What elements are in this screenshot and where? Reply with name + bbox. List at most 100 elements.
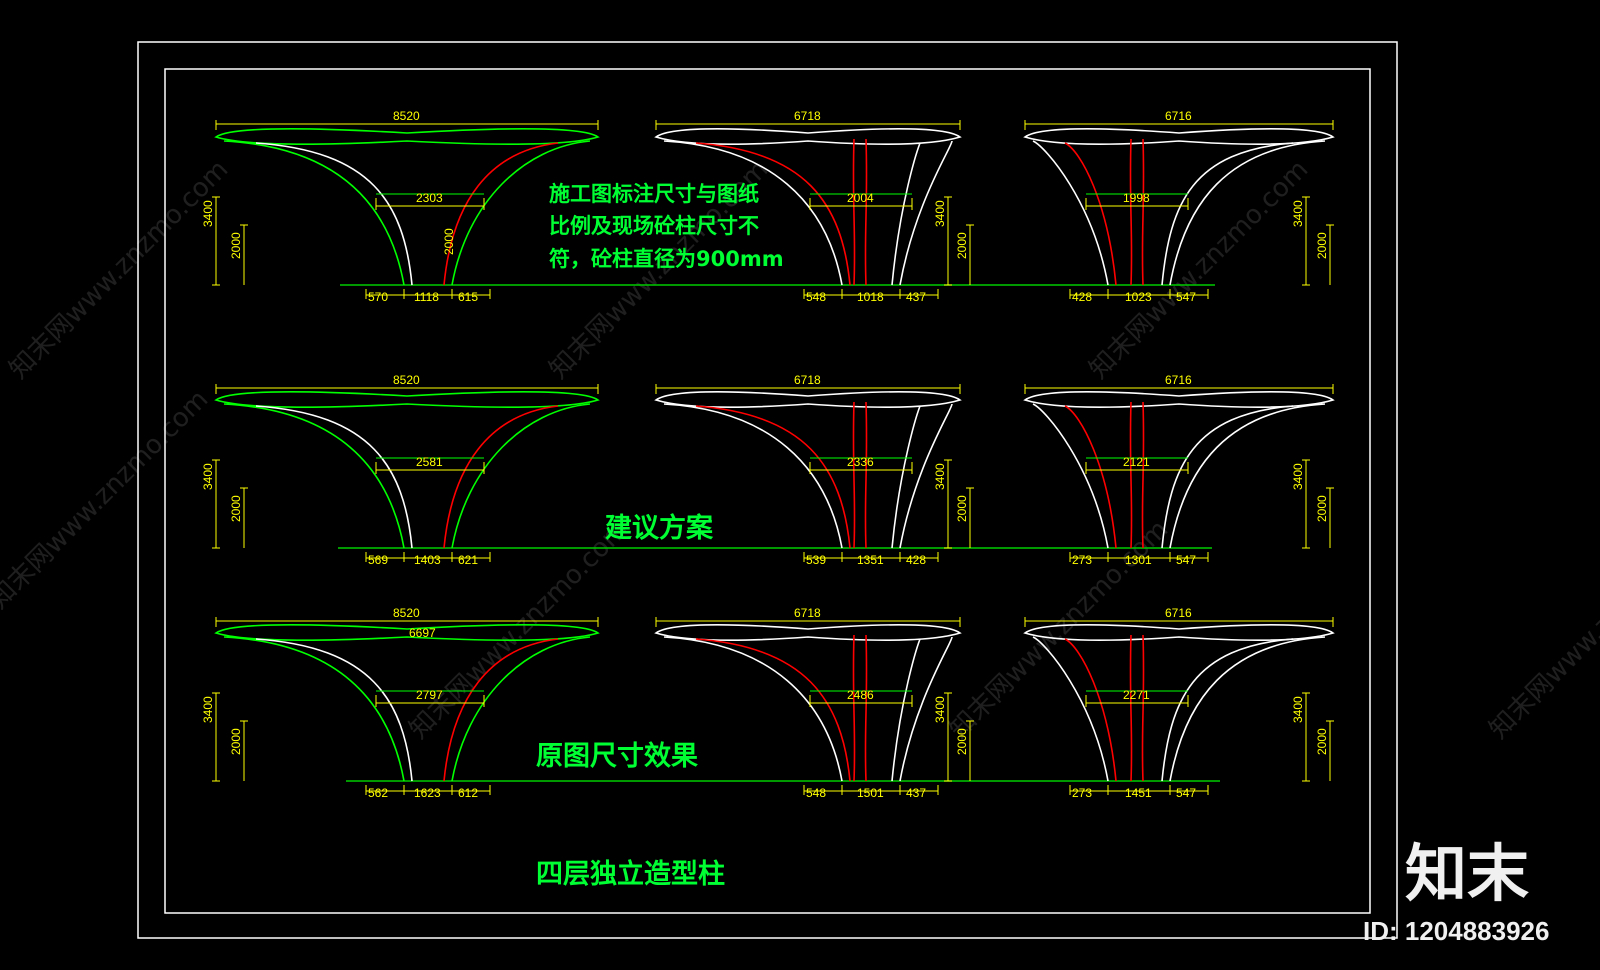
right-inner-curve [1161, 405, 1294, 549]
height-lower-label: 2000 [229, 495, 243, 522]
base-left-label: 548 [806, 290, 826, 304]
column-shapes-layer [214, 128, 1335, 782]
base-right-label: 437 [906, 290, 926, 304]
base-left-label: 273 [1072, 786, 1092, 800]
base-center-label: 1351 [857, 553, 884, 567]
column-row1-c2 [654, 128, 962, 286]
base-left-label: 428 [1072, 290, 1092, 304]
base-center-label: 1403 [414, 553, 441, 567]
height-total-label: 3400 [1291, 200, 1305, 227]
base-left-label: 539 [806, 553, 826, 567]
base-left-label: 548 [806, 786, 826, 800]
base-right-label: 621 [458, 553, 478, 567]
left-inner-curve [255, 142, 413, 286]
column-row3-c3 [1023, 624, 1335, 782]
canopy-top [654, 128, 962, 145]
construction-note: 施工图标注尺寸与图纸 比例及现场砼柱尺寸不 符，砼柱直径为900mm [549, 182, 784, 271]
mid-width-label: 2581 [416, 455, 443, 469]
right-outer-curve [899, 636, 953, 782]
left-outer-curve [223, 403, 405, 549]
right-outer-curve [899, 140, 953, 286]
left-outer-curve [663, 636, 843, 782]
right-outer-curve [1169, 636, 1326, 782]
base-center-label: 1451 [1125, 786, 1152, 800]
left-inner-curve [1064, 638, 1117, 782]
right-inner-curve [891, 405, 921, 549]
mid-width-label: 1998 [1123, 191, 1150, 205]
right-inner-curve [891, 142, 921, 286]
watermark-1: 知末网www.znzmo.com [4, 154, 235, 385]
top-width-label: 6718 [794, 109, 821, 123]
column-row2-c1 [214, 391, 600, 549]
watermark-3: 知末网www.znzmo.com [1084, 154, 1315, 385]
note-line-1: 施工图标注尺寸与图纸 [549, 182, 759, 206]
right-inner-curve [1161, 142, 1294, 286]
mid-width-label: 2303 [416, 191, 443, 205]
left-inner-curve [695, 638, 851, 782]
drawing-title: 四层独立造型柱 [536, 858, 725, 890]
right-outer-curve [1169, 140, 1326, 286]
top-width-label: 6718 [794, 606, 821, 620]
column-row1-c3 [1023, 128, 1335, 286]
left-inner-curve [255, 638, 413, 782]
canopy-top [1023, 391, 1335, 408]
height-total-label: 3400 [201, 696, 215, 723]
height-lower-label: 2000 [1315, 495, 1329, 522]
left-outer-curve [663, 140, 843, 286]
right-outer-curve [899, 403, 953, 549]
watermark-7: 知末网www.znzmo.com [1484, 514, 1600, 745]
height-total-label: 3400 [1291, 696, 1305, 723]
core-right-curve [1141, 401, 1145, 549]
right-outer-curve [1169, 403, 1326, 549]
note-line-3: 符，砼柱直径为900mm [549, 247, 784, 271]
column-row1-c1 [214, 128, 600, 286]
base-right-label: 612 [458, 786, 478, 800]
height-lower-label: 2000 [229, 728, 243, 755]
inner-frame [164, 68, 1371, 914]
canopy-top [654, 391, 962, 408]
top-width-label: 8520 [393, 606, 420, 620]
base-left-label: 273 [1072, 553, 1092, 567]
height-total-label: 3400 [201, 463, 215, 490]
canopy-top [214, 391, 600, 408]
base-center-label: 1118 [414, 290, 439, 304]
base-center-label: 1018 [857, 290, 884, 304]
watermark-5: 知末网www.znzmo.com [404, 514, 635, 745]
core-right-curve [864, 138, 868, 286]
left-outer-curve [223, 636, 405, 782]
note-line-2: 比例及现场砼柱尺寸不 [549, 214, 759, 238]
right-outer-curve [451, 636, 591, 782]
core-left-curve [852, 401, 856, 549]
left-outer-curve [1032, 140, 1109, 286]
label-original: 原图尺寸效果 [536, 741, 698, 772]
base-right-label: 428 [906, 553, 926, 567]
height-lower-label: 2000 [955, 495, 969, 522]
mid-width-label: 2336 [847, 455, 874, 469]
core-right-curve [1141, 634, 1145, 782]
base-left-label: 562 [368, 786, 388, 800]
core-left-curve [1129, 138, 1133, 286]
base-center-label: 1501 [857, 786, 884, 800]
top-width-label: 6716 [1165, 373, 1192, 387]
column-row3-c2 [654, 624, 962, 782]
canopy-top [1023, 128, 1335, 145]
core-right-curve [864, 401, 868, 549]
mid-width-label: 2004 [847, 191, 874, 205]
canopy-top [654, 624, 962, 641]
height-total-label: 3400 [201, 200, 215, 227]
left-inner-curve [695, 142, 851, 286]
height-total-label: 3400 [933, 200, 947, 227]
base-center-label: 1623 [414, 786, 441, 800]
base-center-label: 1301 [1125, 553, 1152, 567]
right-inner-curve [443, 405, 559, 549]
height-lower-label: 2000 [955, 232, 969, 259]
left-inner-curve [1064, 142, 1117, 286]
